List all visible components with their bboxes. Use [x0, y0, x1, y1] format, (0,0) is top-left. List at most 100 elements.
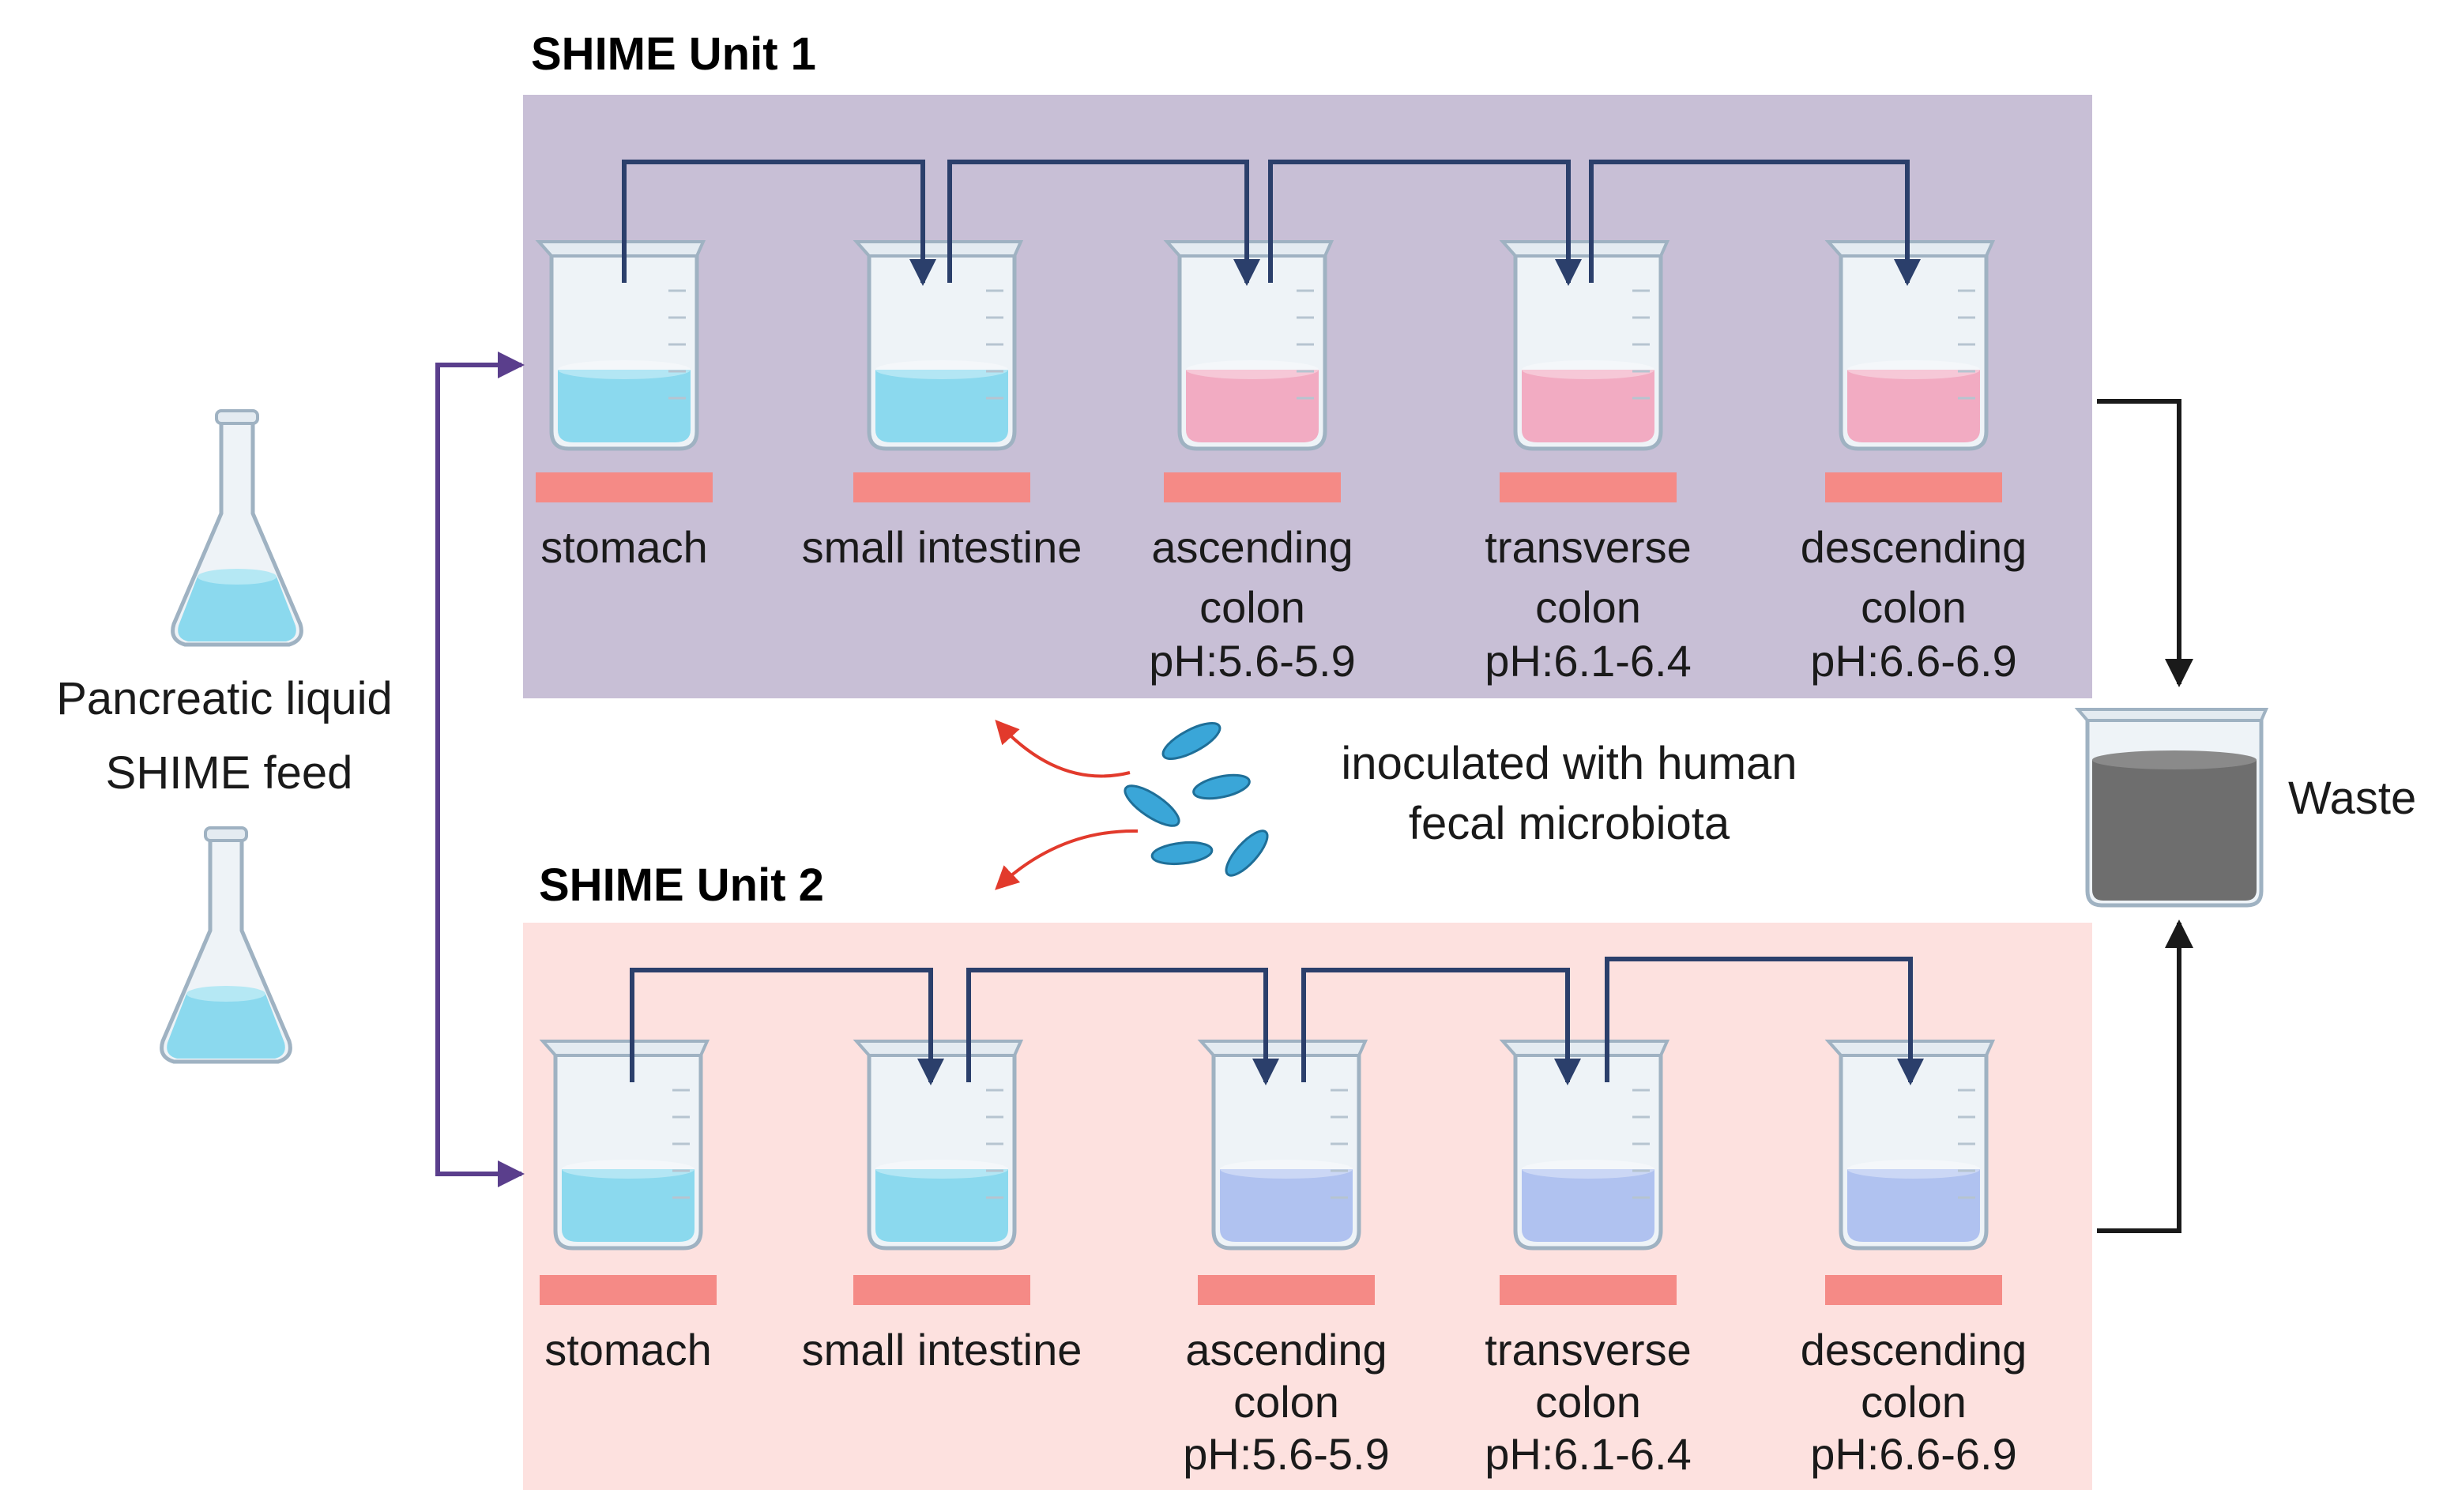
vessel-ascending-colon: ascending colon pH:5.6-5.9 — [1183, 1040, 1390, 1479]
liquid-surface — [875, 360, 1008, 379]
feed-arrow-unit-2 — [435, 727, 525, 1187]
vessel-label: transverse — [1485, 1325, 1691, 1375]
flow-arrow — [1268, 160, 1582, 286]
liquid-surface — [1847, 1160, 1980, 1179]
beaker-icon — [1197, 1040, 1368, 1251]
heater-bar — [540, 1275, 717, 1305]
beaker-rim — [1499, 240, 1670, 258]
beaker-liquid — [558, 370, 691, 442]
beaker-rim — [1824, 240, 1996, 258]
vessel-transverse-colon: transverse colon pH:6.1-6.4 — [1485, 240, 1692, 686]
vessel-label: stomach — [540, 522, 708, 572]
heater-bar — [1500, 1275, 1677, 1305]
flow-arrow — [630, 968, 944, 1085]
inoculation-label: fecal microbiota — [1409, 798, 1730, 849]
vessel-ascending-colon: ascending colon pH:5.6-5.9 — [1149, 240, 1356, 686]
shime-unit-1: SHIME Unit 1 stomach small intestine asc… — [523, 28, 2092, 698]
vessel-small-intestine: small intestine — [802, 240, 1082, 572]
inoculation-arrows — [995, 720, 1139, 890]
inoculation-section: inoculated with human fecal microbiota — [995, 720, 1797, 890]
flask-icon — [160, 826, 292, 1064]
beaker-liquid — [875, 370, 1008, 442]
beaker-rim — [539, 1040, 710, 1057]
unit-2-vessels: stomach small intestine ascending colon … — [539, 1040, 2027, 1479]
beaker-icon — [1824, 240, 1996, 451]
liquid-surface — [558, 360, 691, 379]
vessel-label: colon — [1861, 1377, 1967, 1427]
ph-range: pH:5.6-5.9 — [1149, 636, 1356, 686]
heater-bar — [1825, 472, 2002, 502]
inoculation-arrow-unit-1 — [995, 720, 1131, 778]
feed-section: Pancreatic liquid SHIME feed — [56, 352, 525, 1187]
feed-label: Pancreatic liquid — [56, 673, 393, 724]
unit-2-title: SHIME Unit 2 — [539, 859, 824, 911]
beaker-icon — [535, 240, 706, 451]
beaker-icon — [1163, 240, 1334, 451]
heater-bar — [1198, 1275, 1375, 1305]
vessel-label: small intestine — [802, 1325, 1082, 1375]
beaker-icon — [853, 1040, 1024, 1251]
vessel-label: ascending — [1185, 1325, 1387, 1375]
vessel-descending-colon: descending colon pH:6.6-6.9 — [1801, 1040, 2027, 1479]
beaker-rim — [853, 240, 1024, 258]
vessel-label: transverse — [1485, 522, 1691, 572]
vessel-label: colon — [1535, 582, 1641, 632]
inoculation-arrow-unit-2 — [995, 829, 1139, 890]
heater-bar — [853, 1275, 1030, 1305]
vessel-label: colon — [1199, 582, 1305, 632]
liquid-surface — [1220, 1160, 1353, 1179]
flow-arrow — [1589, 160, 1921, 286]
waste-section: Waste — [2074, 399, 2416, 1233]
unit-2-flow-arrows — [630, 957, 1924, 1085]
bacteria-icon — [1124, 722, 1269, 877]
heater-bar — [1164, 472, 1341, 502]
flow-arrow — [966, 968, 1279, 1085]
waste-arrow-unit-1 — [2097, 399, 2193, 687]
unit-1-flow-arrows — [622, 160, 1921, 286]
ph-range: pH:6.1-6.4 — [1485, 636, 1692, 686]
beaker-rim — [1499, 1040, 1670, 1057]
beaker-rim — [853, 1040, 1024, 1057]
feed-label: SHIME feed — [106, 747, 353, 799]
vessel-stomach: stomach — [535, 240, 713, 572]
unit-1-vessels: stomach small intestine ascending colon … — [535, 240, 2027, 686]
shime-unit-2: SHIME Unit 2 stomach small intestine asc… — [523, 859, 2092, 1490]
liquid-surface — [1847, 360, 1980, 379]
heater-bar — [536, 472, 713, 502]
ph-range: pH:5.6-5.9 — [1183, 1429, 1390, 1479]
liquid-surface — [875, 1160, 1008, 1179]
feed-arrow-unit-1 — [435, 352, 525, 727]
unit-1-title: SHIME Unit 1 — [531, 28, 816, 80]
liquid-surface — [1522, 360, 1654, 379]
beaker-liquid — [1522, 1169, 1654, 1242]
vessel-label: colon — [1233, 1377, 1339, 1427]
vessel-label: colon — [1535, 1377, 1641, 1427]
beaker-icon — [1499, 240, 1670, 451]
vessel-label: small intestine — [802, 522, 1082, 572]
beaker-icon — [853, 240, 1024, 451]
waste-beaker-icon — [2074, 708, 2269, 908]
flask-icon — [171, 409, 303, 647]
beaker-liquid — [1186, 370, 1319, 442]
waste-label: Waste — [2288, 773, 2416, 824]
flow-arrow — [1301, 968, 1581, 1085]
heater-bar — [1825, 1275, 2002, 1305]
beaker-rim — [1197, 1040, 1368, 1057]
beaker-icon — [539, 1040, 710, 1251]
vessel-label: descending — [1801, 1325, 2027, 1375]
feed-arrows — [435, 352, 525, 1187]
vessel-label: stomach — [544, 1325, 712, 1375]
vessel-small-intestine: small intestine — [802, 1040, 1082, 1375]
vessel-descending-colon: descending colon pH:6.6-6.9 — [1801, 240, 2027, 686]
ph-range: pH:6.1-6.4 — [1485, 1429, 1692, 1479]
ph-range: pH:6.6-6.9 — [1810, 636, 2017, 686]
vessel-transverse-colon: transverse colon pH:6.1-6.4 — [1485, 1040, 1692, 1479]
vessel-stomach: stomach — [539, 1040, 717, 1375]
liquid-surface — [562, 1160, 695, 1179]
ph-range: pH:6.6-6.9 — [1810, 1429, 2017, 1479]
beaker-rim — [535, 240, 706, 258]
vessel-label: descending — [1801, 522, 2027, 572]
waste-arrow-unit-2 — [2097, 920, 2193, 1233]
beaker-liquid — [1220, 1169, 1353, 1242]
